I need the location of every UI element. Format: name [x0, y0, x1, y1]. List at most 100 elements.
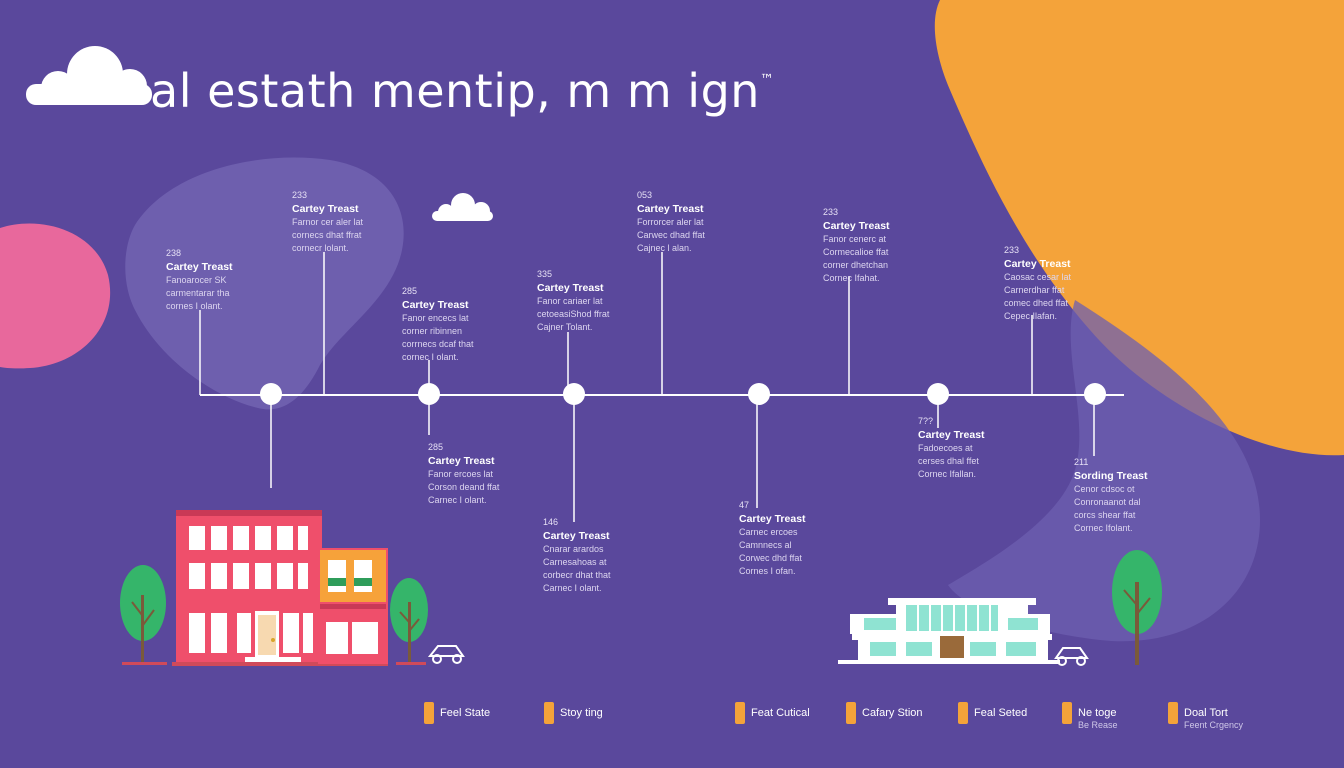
card-text: corner dhetchan: [823, 260, 889, 270]
timeline-card: 7?? Cartey Treast Fadoecoes at cerses dh…: [918, 415, 985, 481]
timeline-node-2[interactable]: [418, 383, 440, 405]
translucent-blob-left: [125, 157, 404, 410]
card-title: Cartey Treast: [739, 513, 806, 525]
card-text: corbecr dhat that: [543, 570, 611, 580]
card-text: cetoeasiShod ffrat: [537, 309, 610, 319]
car-icon: [1054, 647, 1089, 666]
card-number: 146: [543, 517, 559, 527]
orange-blob: [934, 0, 1344, 456]
card-text: Fanor cariaer lat: [537, 296, 603, 306]
card-number: 7??: [918, 416, 934, 426]
legend-label: Feal Seted: [974, 707, 1028, 719]
timeline-node-3[interactable]: [563, 383, 585, 405]
card-text: Cornec Ifahat.: [823, 273, 880, 283]
legend-item: Feel State: [424, 702, 490, 726]
timeline-node-4[interactable]: [748, 383, 770, 405]
timeline-card: 053 Cartey Treast Forrorcer aler lat Car…: [637, 189, 705, 255]
card-text: corrnecs dcaf that: [402, 339, 474, 349]
timeline-node-6[interactable]: [1084, 383, 1106, 405]
card-title: Cartey Treast: [823, 220, 890, 232]
legend-swatch: [958, 702, 968, 724]
pink-blob: [0, 223, 111, 369]
page-title: al estath mentip, m m ign™: [150, 64, 774, 118]
card-number: 233: [292, 190, 308, 200]
tree-icon: [120, 565, 167, 665]
timeline-card: 211 Sording Treast Cenor cdsoc ot Conron…: [1074, 456, 1148, 535]
timeline-card: 285 Cartey Treast Fanor encecs lat corne…: [402, 285, 474, 364]
card-title: Cartey Treast: [292, 203, 359, 215]
card-title: Cartey Treast: [918, 429, 985, 441]
timeline-card: 146 Cartey Treast Cnarar arardos Carnesa…: [543, 516, 611, 595]
legend-label: Feel State: [440, 707, 491, 719]
timeline-node-5[interactable]: [927, 383, 949, 405]
legend-label: Feat Cutical: [751, 707, 810, 719]
tree-icon: [1112, 550, 1162, 665]
card-text: Farnor cer aler lat: [292, 217, 364, 227]
card-title: Cartey Treast: [166, 261, 233, 273]
card-title: Cartey Treast: [537, 282, 604, 294]
translucent-blob-right: [948, 300, 1260, 642]
card-number: 47: [739, 500, 750, 510]
card-text: Carnerdhar ffat: [1004, 285, 1065, 295]
legend-item: Ne toge Be Rease: [1062, 702, 1118, 730]
timeline-card: 335 Cartey Treast Fanor cariaer lat ceto…: [537, 268, 609, 334]
timeline-card: 233 Cartey Treast Fanor cenerc at Cormec…: [823, 206, 890, 285]
card-text: Carwec dhad ffat: [637, 230, 705, 240]
card-text: Cajnec l alan.: [637, 243, 692, 253]
card-text: Cenor cdsoc ot: [1074, 484, 1135, 494]
timeline-card: 285 Cartey Treast Fanor ercoes lat Corso…: [428, 441, 499, 507]
page-title-text: al estath mentip, m m ign: [150, 64, 760, 118]
card-text: Cornec Ifallan.: [918, 469, 977, 479]
timeline-card: 233 Cartey Treast Caosac cesar lat Carne…: [1004, 244, 1071, 323]
legend-sublabel: Be Rease: [1078, 720, 1118, 730]
card-number: 233: [1004, 245, 1020, 255]
timeline-node-1[interactable]: [260, 383, 282, 405]
card-text: comec dhed ffat: [1004, 298, 1068, 308]
legend-item: Feal Seted: [958, 702, 1027, 726]
card-text: Carnesahoas at: [543, 557, 607, 567]
car-icon: [427, 645, 465, 664]
legend-label: Ne toge: [1078, 707, 1117, 719]
small-cloud-icon: [432, 193, 493, 221]
card-text: cornecr lolant.: [292, 243, 349, 253]
card-text: Cnarar arardos: [543, 544, 604, 554]
card-title: Cartey Treast: [428, 455, 495, 467]
cloud-icon: [26, 46, 152, 105]
card-text: cornecs dhat ffrat: [292, 230, 362, 240]
card-text: Cepec Ilafan.: [1004, 311, 1058, 321]
card-text: Corson deand ffat: [428, 482, 500, 492]
legend-swatch: [846, 702, 856, 724]
card-text: corner ribinnen: [402, 326, 463, 336]
card-text: Cajner Tolant.: [537, 322, 593, 332]
card-text: Carnec I olant.: [543, 583, 602, 593]
legend-item: Doal Tort Feent Crgency: [1168, 702, 1243, 730]
card-text: Conronaanot dal: [1074, 497, 1141, 507]
legend-item: Feat Cutical: [735, 702, 810, 726]
card-number: 285: [428, 442, 444, 452]
card-text: corcs shear ffat: [1074, 510, 1136, 520]
card-title: Sording Treast: [1074, 470, 1148, 482]
card-number: 285: [402, 286, 418, 296]
card-title: Cartey Treast: [637, 203, 704, 215]
legend-label: Stoy ting: [560, 707, 603, 719]
card-text: Corwec dhd ffat: [739, 553, 802, 563]
card-number: 233: [823, 207, 839, 217]
card-text: Camnnecs al: [739, 540, 792, 550]
trademark-symbol: ™: [759, 72, 775, 88]
card-text: Fadoecoes at: [918, 443, 973, 453]
card-title: Cartey Treast: [1004, 258, 1071, 270]
legend-swatch: [735, 702, 745, 724]
legend-label: Cafary Stion: [862, 707, 923, 719]
card-text: Forrorcer aler lat: [637, 217, 704, 227]
legend-swatch: [544, 702, 554, 724]
legend-item: Stoy ting: [544, 702, 603, 726]
card-text: Fanor encecs lat: [402, 313, 469, 323]
card-text: Fanoarocer SK: [166, 275, 227, 285]
card-text: Carnec ercoes: [739, 527, 798, 537]
card-text: cerses dhal ffet: [918, 456, 979, 466]
timeline-card: 47 Cartey Treast Carnec ercoes Camnnecs …: [739, 499, 806, 578]
timeline-card: 233 Cartey Treast Farnor cer aler lat co…: [292, 189, 363, 255]
